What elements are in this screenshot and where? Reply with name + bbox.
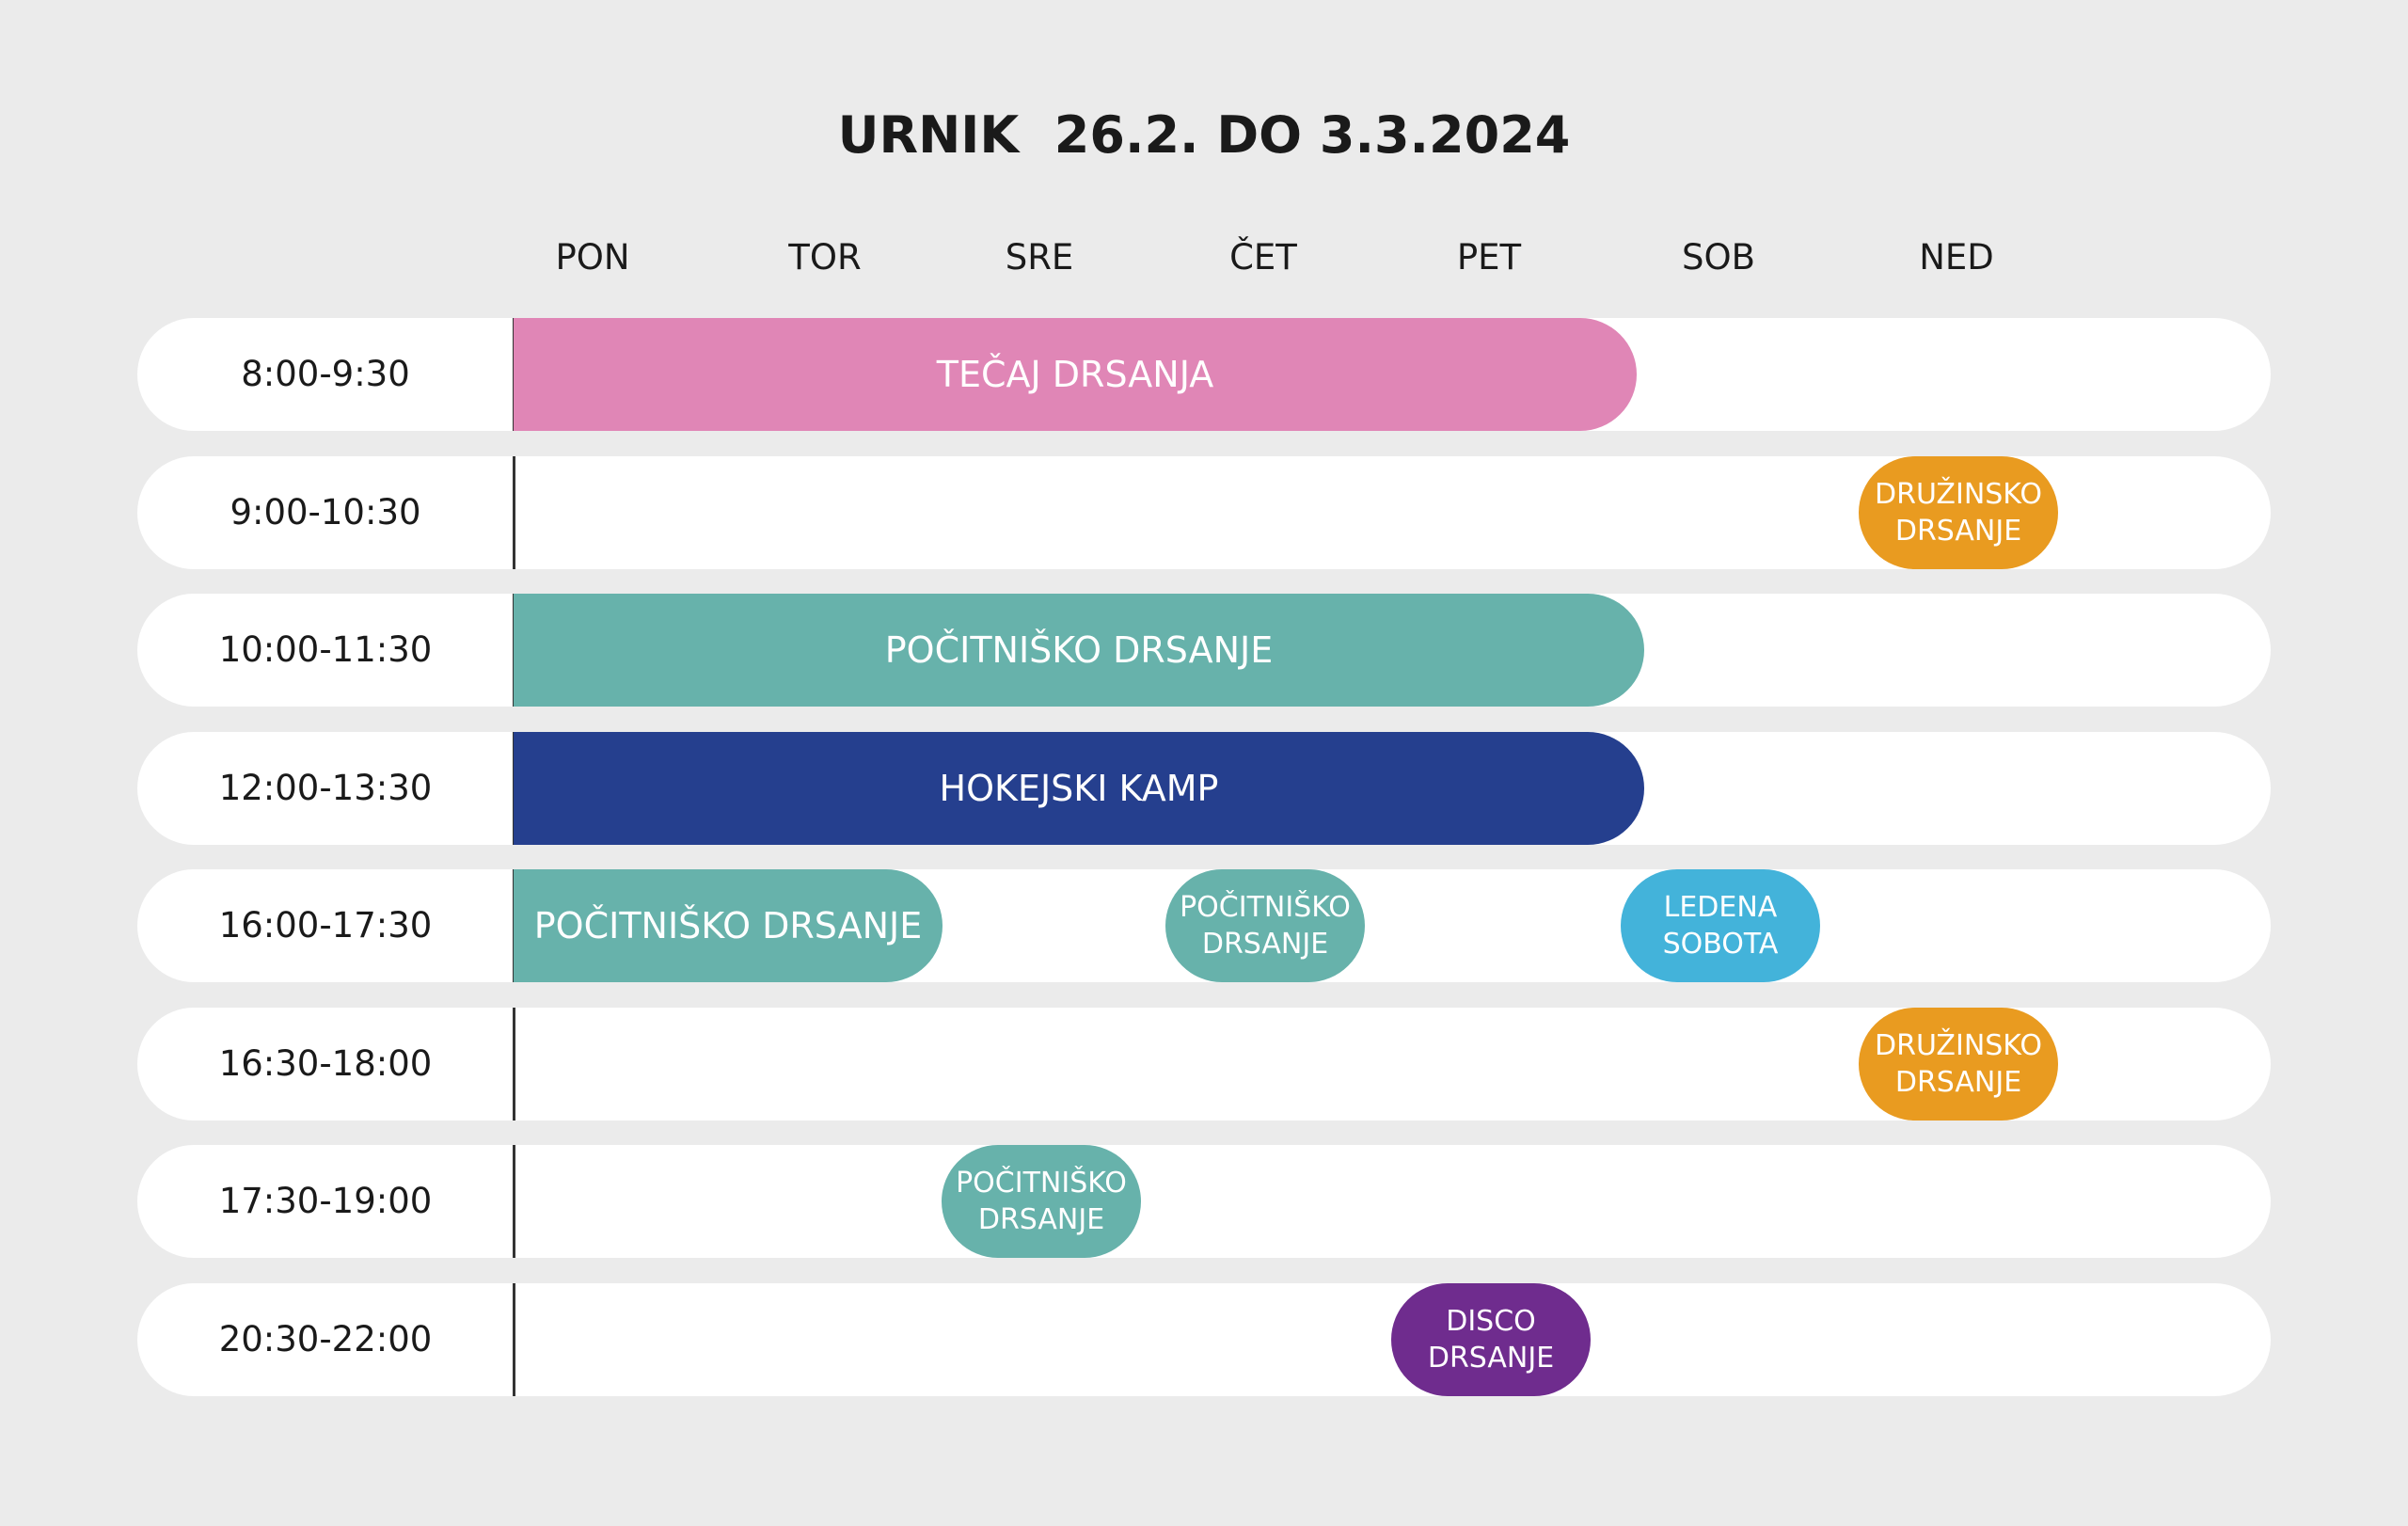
time-slot-label: 9:00-10:30 xyxy=(230,491,421,533)
row-divider xyxy=(513,455,515,569)
event-label: HOKEJSKI KAMP xyxy=(939,767,1219,809)
event-block: TEČAJ DRSANJA xyxy=(514,318,1637,431)
day-header-fri: PET xyxy=(1456,237,1522,278)
day-header-tue: TOR xyxy=(788,237,862,278)
row-divider xyxy=(513,1145,515,1258)
event-label: POČITNIŠKO DRSANJE xyxy=(956,1167,1127,1236)
time-slot-label: 20:30-22:00 xyxy=(218,1318,433,1359)
time-slot-label: 12:00-13:30 xyxy=(218,767,433,808)
event-label: LEDENA SOBOTA xyxy=(1662,891,1779,961)
row-divider xyxy=(513,1282,515,1396)
event-block: POČITNIŠKO DRSANJE xyxy=(514,594,1644,707)
page-title: URNIK 26.2. DO 3.3.2024 xyxy=(837,105,1571,165)
event-label: DRUŽINSKO DRSANJE xyxy=(1875,477,2042,548)
time-slot-label: 16:00-17:30 xyxy=(218,905,433,946)
event-block: HOKEJSKI KAMP xyxy=(514,731,1644,845)
event-block: DRUŽINSKO DRSANJE xyxy=(1859,1007,2058,1121)
time-slot-label: 8:00-9:30 xyxy=(241,354,410,394)
event-label: POČITNIŠKO DRSANJE xyxy=(533,905,923,946)
event-block: POČITNIŠKO DRSANJE xyxy=(942,1145,1141,1258)
event-label: TEČAJ DRSANJA xyxy=(936,354,1214,395)
event-block: POČITNIŠKO DRSANJE xyxy=(1165,869,1365,982)
day-header-mon: PON xyxy=(555,237,630,278)
event-block: DISCO DRSANJE xyxy=(1391,1282,1591,1396)
event-label: POČITNIŠKO DRSANJE xyxy=(884,629,1274,671)
time-slot-label: 16:30-18:00 xyxy=(218,1042,433,1084)
event-block: DRUŽINSKO DRSANJE xyxy=(1859,455,2058,569)
row-divider xyxy=(513,1007,515,1121)
event-block: POČITNIŠKO DRSANJE xyxy=(514,869,943,982)
time-slot-label: 10:00-11:30 xyxy=(218,629,433,670)
day-header-thu: ČET xyxy=(1229,237,1297,278)
event-label: DISCO DRSANJE xyxy=(1427,1304,1555,1375)
day-header-wed: SRE xyxy=(1005,237,1074,278)
day-header-sat: SOB xyxy=(1682,237,1755,278)
day-header-sun: NED xyxy=(1919,237,1994,278)
event-label: POČITNIŠKO DRSANJE xyxy=(1180,891,1351,961)
time-row: 17:30-19:00 xyxy=(137,1145,2271,1258)
time-slot-label: 17:30-19:00 xyxy=(218,1181,433,1221)
event-block: LEDENA SOBOTA xyxy=(1621,869,1820,982)
event-label: DRUŽINSKO DRSANJE xyxy=(1875,1028,2042,1099)
time-row: 20:30-22:00 xyxy=(137,1282,2271,1396)
